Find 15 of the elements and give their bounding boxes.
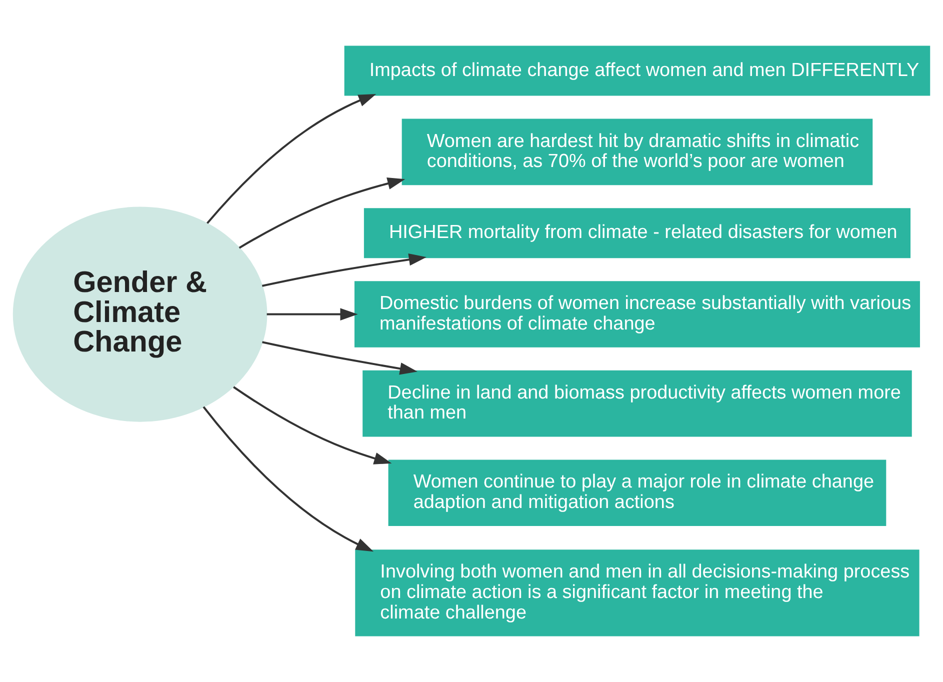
node-box: Decline in land and biomass productivity affects women more than men [362, 370, 912, 437]
arrow [206, 94, 376, 224]
node-box: Women are hardest hit by dramatic shifts in climatic conditions, as 70% of the world’s poor are women [402, 118, 873, 186]
node-box: Domestic burdens of women increase substantially with various manifestations of climate change [354, 281, 920, 348]
node-box: Involving both women and men in all decisions-making process on climate action is a significant factor in meeting the climate challenge [355, 550, 920, 636]
arrow [262, 341, 418, 375]
node-box: Women continue to play a major role in climate change adaption and mitigation actions [388, 460, 886, 526]
node-ellipse: Gender & Climate Change [12, 206, 268, 422]
node-box: HIGHER mortality from climate - related disasters for women [364, 208, 910, 258]
arrow [202, 406, 374, 552]
arrow [233, 386, 392, 464]
node-box: Impacts of climate change affect women and men DIFFERENTLY [344, 46, 930, 96]
arrow [266, 308, 358, 320]
arrow [262, 253, 426, 287]
arrow [238, 177, 406, 249]
